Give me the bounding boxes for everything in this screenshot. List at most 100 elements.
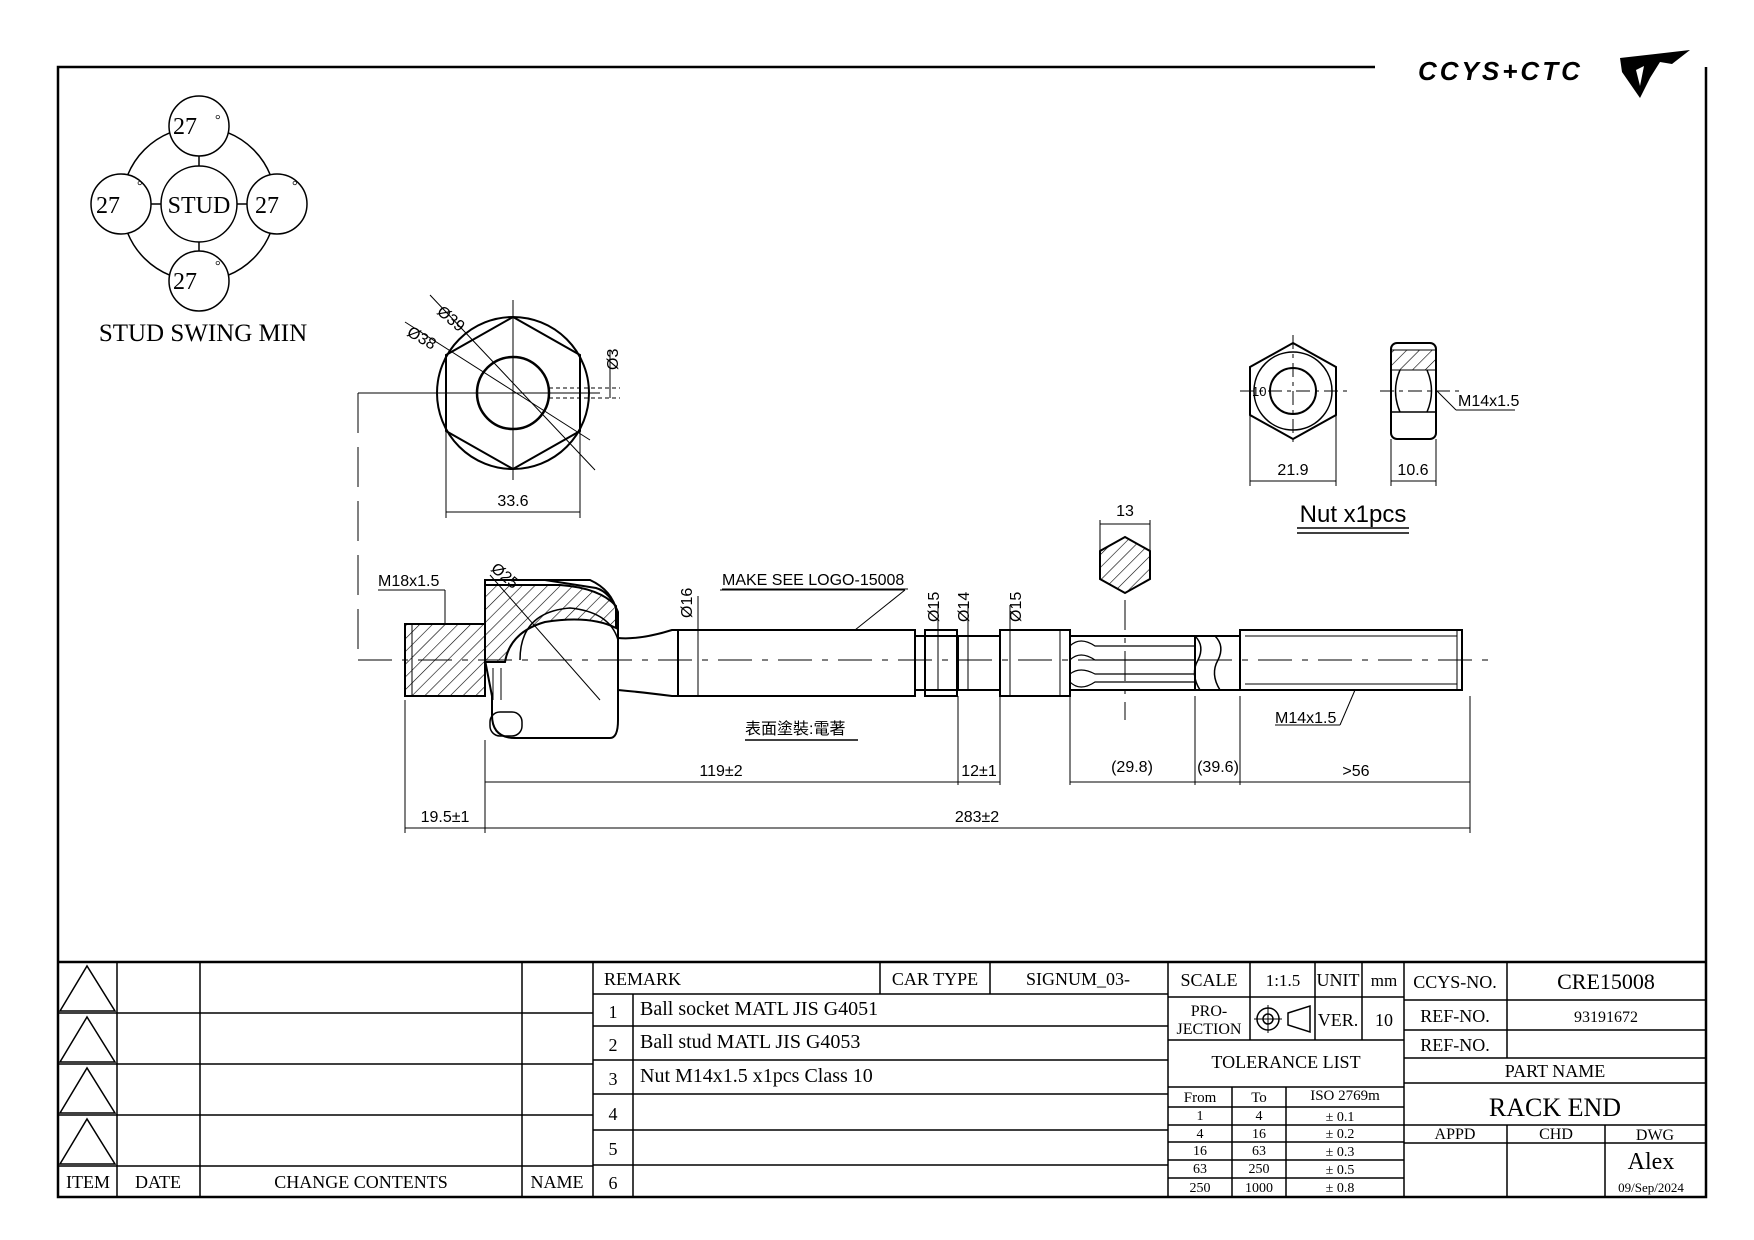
tol-to-4: 250: [1249, 1162, 1270, 1177]
stud-swing-diagram: [90, 95, 308, 312]
tol-header-to: To: [1251, 1090, 1267, 1106]
tolerance-label: TOLERANCE LIST: [1211, 1052, 1360, 1072]
swing-label: STUD SWING MIN: [99, 320, 307, 347]
dwg-label: DWG: [1636, 1127, 1675, 1144]
ver-value: 10: [1375, 1010, 1393, 1030]
nut-width-dim: 21.9: [1277, 462, 1308, 479]
swing-right-angle: 27: [255, 193, 279, 219]
tol-header-from: From: [1184, 1090, 1217, 1106]
dim-dia-38: Ø38: [404, 324, 439, 354]
drawing-date: 09/Sep/2024: [1618, 1180, 1684, 1195]
unit-value: mm: [1371, 971, 1397, 990]
car-type-value: SIGNUM_03-: [1026, 969, 1130, 989]
part-name-value: RACK END: [1489, 1093, 1621, 1122]
tol-from-3: 16: [1193, 1144, 1207, 1159]
dim-length-283: 283±2: [955, 809, 999, 826]
tol-to-1: 4: [1256, 1109, 1263, 1124]
drawing-frame: [56, 65, 1708, 1199]
dim-length-12: 12±1: [961, 763, 997, 780]
remark-text-2: Ball stud MATL JIS G4053: [640, 1031, 860, 1053]
svg-text:°: °: [215, 113, 221, 128]
tol-from-5: 250: [1190, 1181, 1211, 1196]
nut-title: Nut x1pcs: [1300, 501, 1407, 528]
tol-to-5: 1000: [1245, 1181, 1273, 1196]
svg-text:°: °: [292, 179, 298, 194]
tol-header-std: ISO 2769m: [1310, 1088, 1380, 1104]
side-view-dimensions: [378, 574, 1471, 833]
projection-label-2: JECTION: [1177, 1021, 1242, 1038]
socket-end-view: [357, 294, 620, 660]
nut-views: [1240, 335, 1515, 486]
remark-no-3: 3: [609, 1069, 618, 1089]
rev-header-date: DATE: [135, 1172, 181, 1192]
ref-no-label-2: REF-NO.: [1420, 1035, 1490, 1055]
tol-to-3: 63: [1252, 1144, 1266, 1159]
brand-logo: CCYS+CTC: [1418, 50, 1690, 98]
scale-value: 1:1.5: [1266, 971, 1300, 990]
car-type-label: CAR TYPE: [892, 969, 978, 989]
title-block-grid: [58, 962, 1706, 1197]
rack-end-side-view: [358, 579, 1490, 739]
projection-symbol-icon: [1254, 1004, 1311, 1034]
tol-from-1: 1: [1197, 1109, 1204, 1124]
tol-value-3: ± 0.3: [1326, 1145, 1355, 1160]
dim-hex-13: 13: [1116, 503, 1134, 520]
swing-left-angle: 27: [96, 193, 120, 219]
dim-length-195: 19.5±1: [421, 809, 470, 826]
brand-mark-icon: [1620, 50, 1690, 98]
dim-dia-15a: Ø15: [926, 592, 943, 622]
nut-thread: M14x1.5: [1458, 393, 1519, 410]
part-name-label: PART NAME: [1505, 1061, 1605, 1081]
drawn-by-name: Alex: [1628, 1149, 1675, 1175]
ref-no-value-1: 93191672: [1574, 1009, 1638, 1026]
svg-text:°: °: [137, 179, 143, 194]
dim-width-336: 33.6: [497, 493, 528, 510]
remark-label: REMARK: [604, 969, 681, 989]
tol-from-2: 4: [1197, 1127, 1204, 1142]
tol-value-1: ± 0.1: [1326, 1110, 1355, 1125]
tol-value-2: ± 0.2: [1326, 1127, 1355, 1142]
swing-top-angle: 27: [173, 114, 197, 140]
remark-no-1: 1: [609, 1002, 618, 1022]
note-logo: MAKE SEE LOGO-15008: [722, 572, 904, 589]
tol-value-5: ± 0.8: [1326, 1181, 1355, 1196]
dim-length-396: (39.6): [1197, 759, 1239, 776]
tol-value-4: ± 0.5: [1326, 1163, 1355, 1178]
projection-label-1: PRO-: [1191, 1003, 1227, 1020]
rev-header-change: CHANGE CONTENTS: [274, 1172, 448, 1192]
remark-text-3: Nut M14x1.5 x1pcs Class 10: [640, 1065, 873, 1087]
dim-dia-3: Ø3: [605, 349, 622, 370]
nut-inner-dim: 10: [1252, 384, 1266, 399]
dim-dia-16: Ø16: [679, 588, 696, 618]
rev-header-name: NAME: [531, 1172, 584, 1192]
remark-no-6: 6: [609, 1173, 618, 1193]
swing-center-label: STUD: [168, 193, 231, 219]
dim-length-119: 119±2: [699, 763, 742, 780]
brand-logo-text: CCYS+CTC: [1418, 56, 1583, 86]
dim-dia-15b: Ø15: [1008, 592, 1025, 622]
note-coating: 表面塗裝:電著: [745, 719, 845, 738]
hex-13-section: [1099, 520, 1151, 720]
ver-label: VER.: [1318, 1010, 1359, 1030]
dim-thread-m18: M18x1.5: [378, 573, 439, 590]
remark-no-2: 2: [609, 1035, 618, 1055]
nut-thick-dim: 10.6: [1397, 462, 1428, 479]
dim-length-56: >56: [1342, 763, 1369, 780]
dim-thread-m14: M14x1.5: [1275, 710, 1336, 727]
svg-text:°: °: [215, 259, 221, 274]
appd-label: APPD: [1435, 1126, 1476, 1143]
dim-dia-14: Ø14: [956, 592, 973, 622]
remark-no-4: 4: [609, 1104, 618, 1124]
dim-length-298: (29.8): [1111, 759, 1153, 776]
ccys-no-value: CRE15008: [1557, 969, 1655, 994]
tol-to-2: 16: [1252, 1127, 1266, 1142]
remark-text-1: Ball socket MATL JIS G4051: [640, 998, 878, 1020]
remark-no-5: 5: [609, 1139, 618, 1159]
tol-from-4: 63: [1193, 1162, 1207, 1177]
chd-label: CHD: [1539, 1126, 1573, 1143]
ccys-no-label: CCYS-NO.: [1413, 972, 1497, 992]
dim-dia-39: Ø39: [433, 303, 467, 336]
scale-label: SCALE: [1180, 970, 1237, 990]
swing-bottom-angle: 27: [173, 269, 197, 295]
